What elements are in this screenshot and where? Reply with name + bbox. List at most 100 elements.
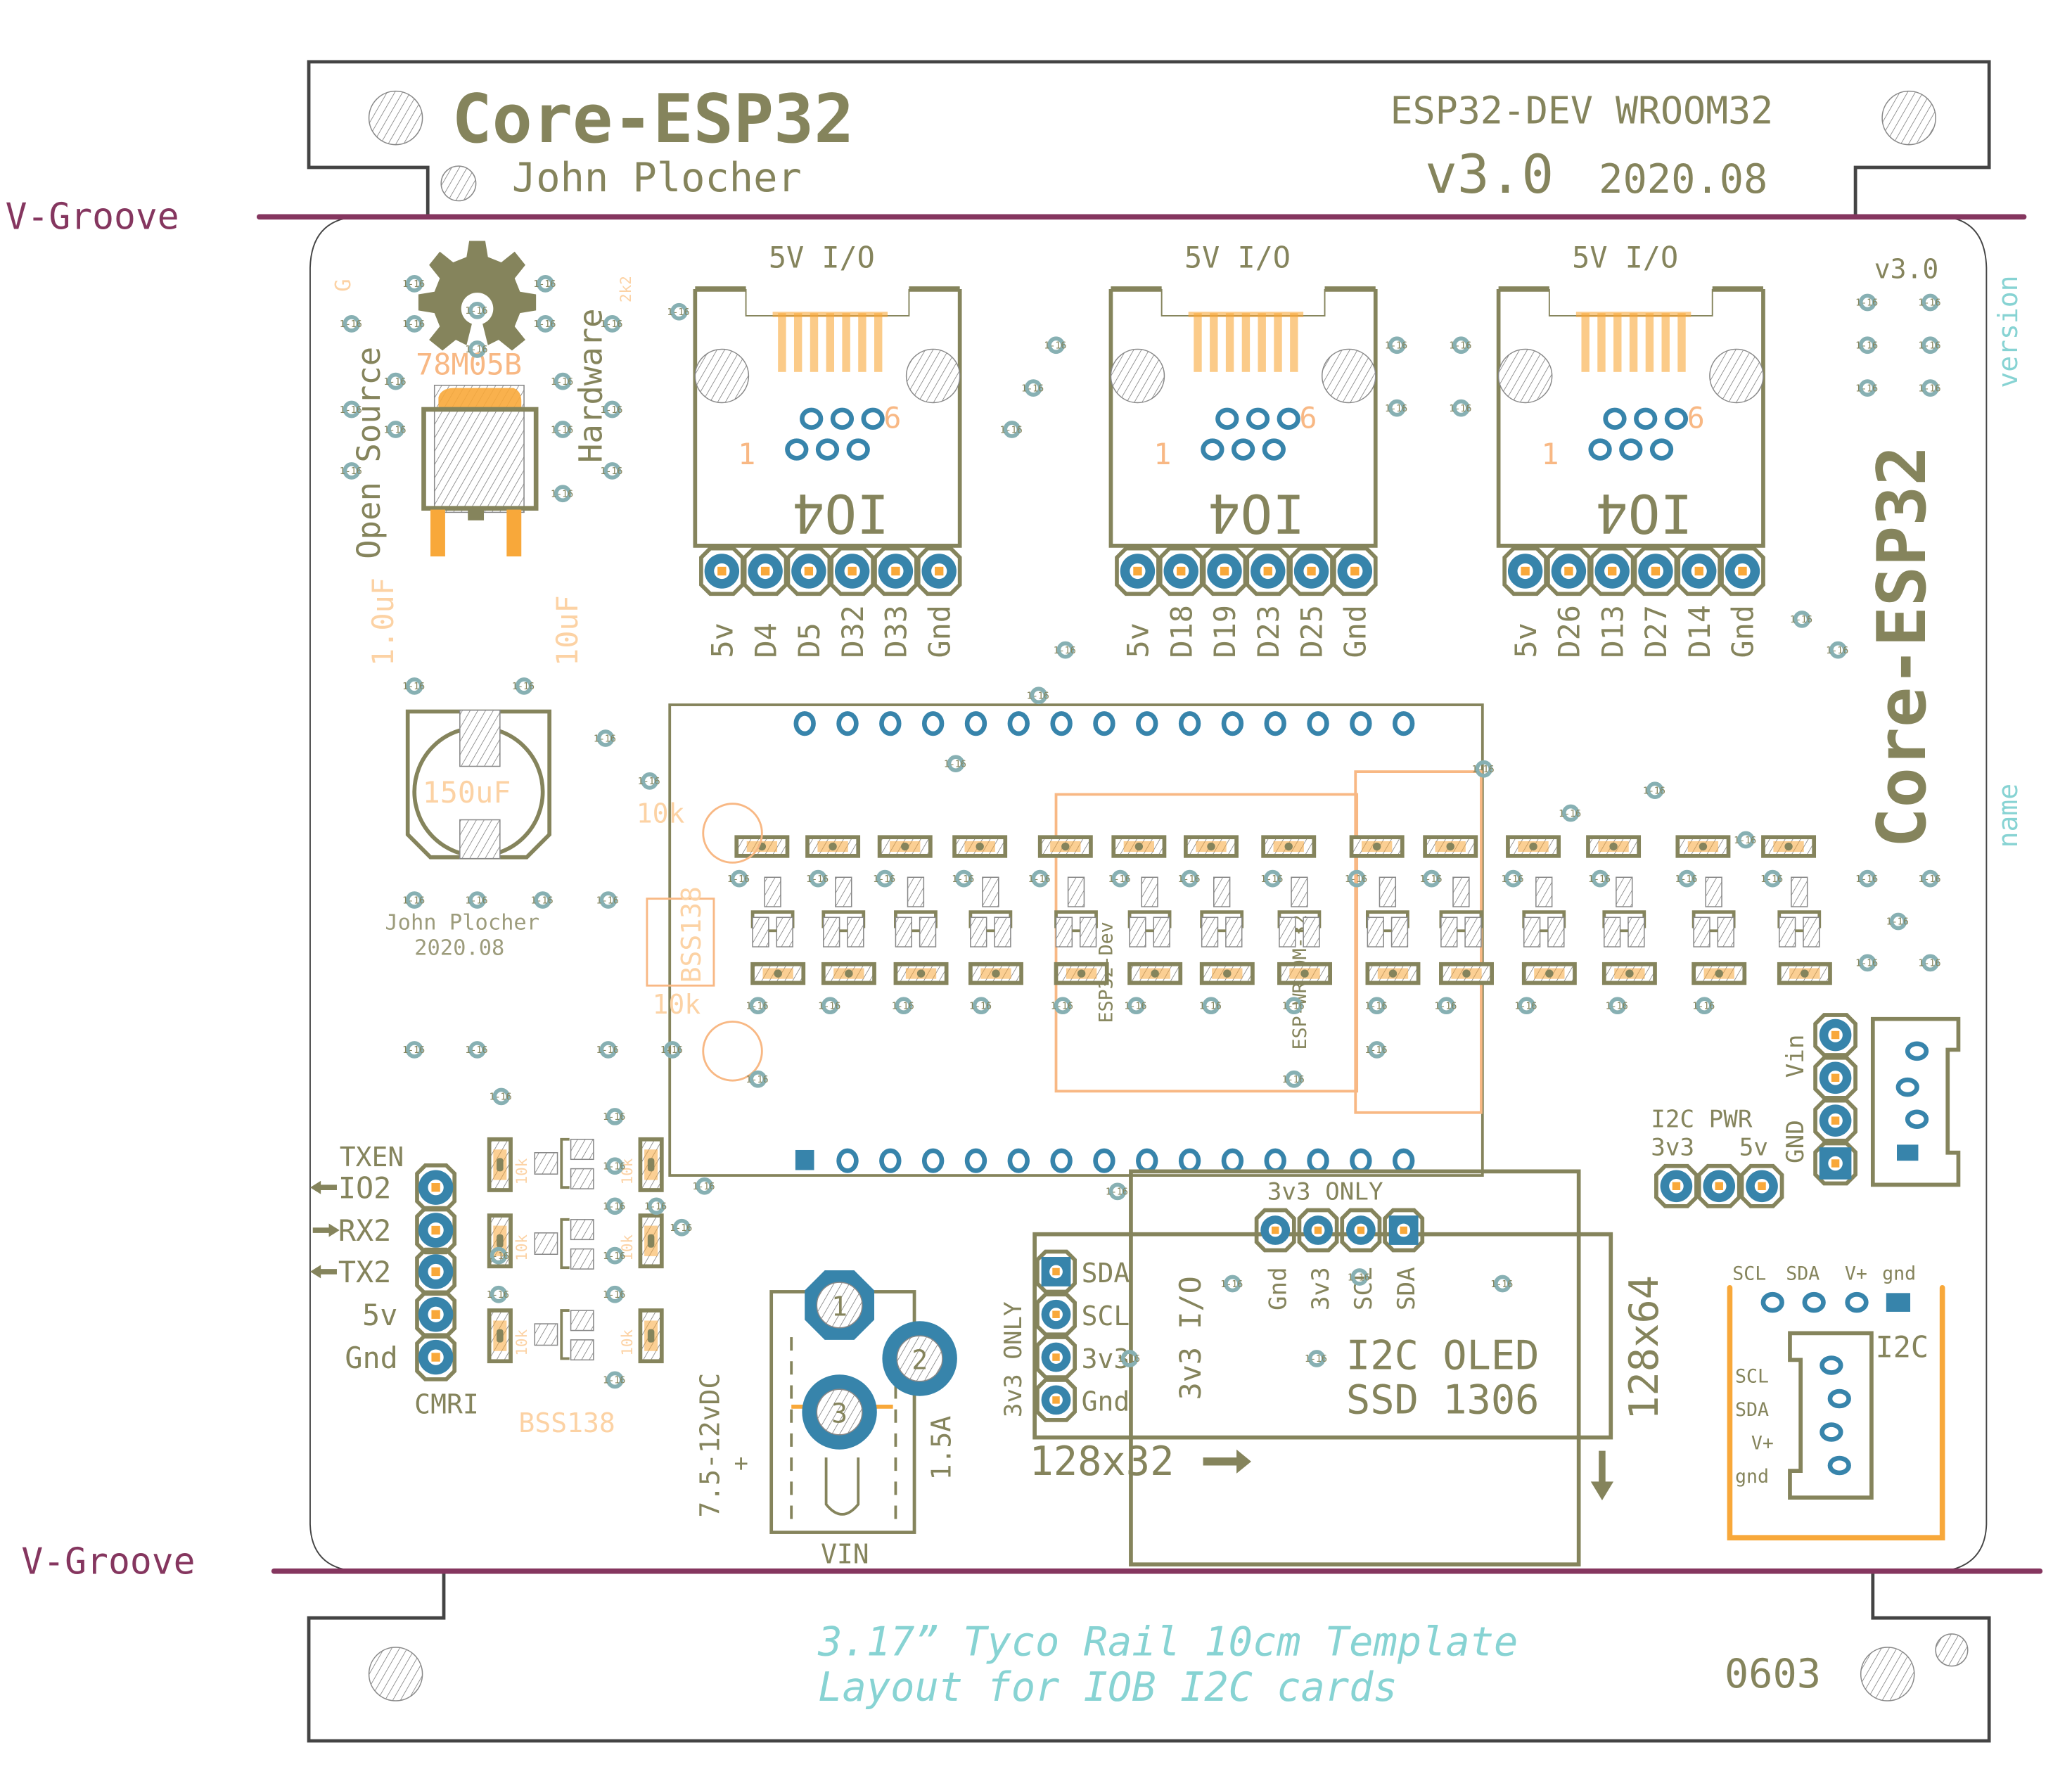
smd-resistor (750, 962, 806, 985)
oshw-left-label: Open Source (350, 347, 388, 559)
header-pin (1293, 554, 1329, 589)
bss138-outline (646, 898, 715, 987)
io-pin-label: D27 (1639, 605, 1673, 658)
pin6-label: 6 (883, 401, 901, 435)
io-pin-label: D5 (792, 622, 826, 658)
i2c-pin (1886, 1293, 1911, 1312)
header-pin (878, 554, 914, 589)
credits-date: 2020.08 (414, 935, 504, 960)
via: 1-16 (1826, 641, 1848, 659)
pin1-label: 1 (738, 437, 755, 471)
smd-resistor (1521, 962, 1577, 985)
io-port-name: IO4 (793, 483, 889, 545)
via: 1-16 (1855, 336, 1878, 355)
bss138-transistor (1365, 876, 1409, 947)
oled-chip: SSD 1306 (1346, 1377, 1540, 1423)
jst-pin (1895, 1077, 1919, 1097)
header-pin (1507, 554, 1543, 589)
via-label: 1-16 (1220, 1279, 1243, 1290)
via-label: 1-16 (806, 874, 829, 885)
oled-side-pin-label: SCL (1082, 1301, 1130, 1332)
via: 1-16 (596, 891, 619, 909)
esp32-pin (1307, 1148, 1329, 1173)
via: 1-16 (1106, 1182, 1128, 1201)
esp32-pin (1093, 1148, 1115, 1173)
via: 1-16 (533, 275, 556, 293)
via-label: 1-16 (600, 405, 622, 416)
via-label: 1-16 (603, 1162, 625, 1173)
via: 1-16 (1501, 869, 1523, 888)
oled-128x64-outline (1129, 1169, 1581, 1567)
via-label: 1-16 (402, 1045, 425, 1056)
via: 1-16 (603, 1246, 625, 1265)
via-label: 1-16 (1514, 1001, 1537, 1011)
vin-header-pin (1819, 1104, 1852, 1137)
via: 1-16 (1918, 954, 1940, 972)
power-jack: 123 7.5-12vDC + 1.5A VIN (695, 1270, 957, 1569)
via: 1-16 (1118, 1350, 1140, 1367)
oled-top-pin-label: SDA (1393, 1267, 1421, 1310)
power-jack-pin: 3 (802, 1374, 877, 1450)
via-label: 1-16 (952, 874, 974, 885)
via-label: 1-16 (1260, 874, 1283, 885)
oled-top-pin (1345, 1215, 1376, 1245)
via: 1-16 (1348, 1268, 1370, 1286)
oled-top-pin-label: Gnd (1264, 1267, 1292, 1310)
rj-pin (1201, 438, 1224, 461)
via-label: 1-16 (1734, 836, 1756, 846)
via-label: 1-16 (594, 734, 616, 744)
io-port-heading: 5V I/O (1572, 241, 1678, 275)
via: 1-16 (465, 891, 487, 909)
i2c-pwr-3v3: 3v3 (1651, 1134, 1694, 1162)
via: 1-16 (490, 1087, 512, 1106)
bss138-transistor (1277, 876, 1322, 947)
via-label: 1-16 (1177, 874, 1200, 885)
via: 1-16 (1260, 869, 1283, 888)
via-label: 1-16 (1918, 874, 1940, 885)
via-label: 1-16 (1028, 874, 1051, 885)
via: 1-16 (670, 1218, 692, 1237)
via-label: 1-16 (746, 1001, 769, 1011)
via: 1-16 (1385, 399, 1407, 417)
via: 1-16 (1472, 760, 1495, 778)
via-label: 1-16 (1918, 959, 1940, 969)
side-title: Core-ESP32 (1864, 445, 1941, 848)
oshw-logo: Open Source Hardware (350, 241, 609, 559)
via-label: 1-16 (603, 1376, 625, 1386)
i2c-pin (1802, 1291, 1826, 1313)
via-label: 1-16 (600, 466, 622, 477)
via-label: 1-16 (465, 895, 487, 906)
via-label: 1-16 (1000, 425, 1023, 435)
jack-pin-number: 3 (831, 1398, 848, 1429)
i2c-side-label: V+ (1751, 1433, 1774, 1455)
io-pin-label: Gnd (922, 605, 957, 658)
esp32-header-pins (793, 711, 1415, 1173)
via: 1-16 (1490, 1275, 1513, 1293)
via-label: 1-16 (1790, 615, 1812, 625)
esp32-pin (964, 1148, 987, 1173)
via-label: 1-16 (533, 279, 556, 290)
via: 1-16 (944, 755, 966, 773)
oled-side-pin (1041, 1299, 1071, 1329)
smd-resistor (1037, 835, 1093, 858)
via-label: 1-16 (1345, 874, 1367, 885)
esp32-pin (1221, 1148, 1244, 1173)
i2c-top-label: V+ (1845, 1263, 1867, 1284)
via-label: 1-16 (670, 1223, 692, 1234)
g-label: G (331, 279, 356, 291)
bss138-module-label: BSS138 (676, 886, 707, 983)
esp32-pin (1136, 711, 1158, 736)
rj-pin (1588, 438, 1612, 461)
pin1-label: 1 (1153, 437, 1171, 471)
oled-top-pin-label: 3v3 (1307, 1267, 1335, 1310)
vgroove-top-label: V-Groove (6, 196, 179, 238)
regulator-78m05: 78M05B (416, 347, 539, 557)
top-rail-outline (307, 60, 1991, 217)
pin6-label: 6 (1687, 401, 1705, 435)
via-label: 1-16 (340, 319, 362, 330)
via-label: 1-16 (531, 895, 554, 906)
oled-side-pin (1041, 1257, 1071, 1286)
oled-side-pin (1041, 1385, 1071, 1415)
